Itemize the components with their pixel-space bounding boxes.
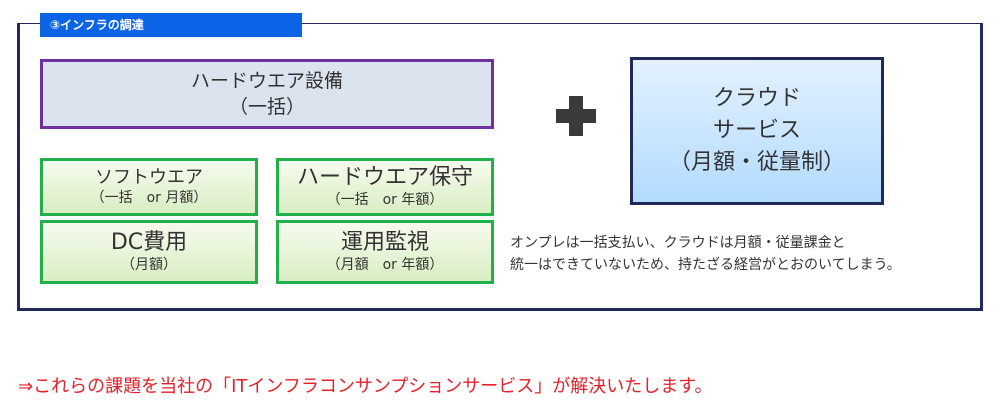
section-tag: ③インフラの調達 [40, 13, 302, 37]
cloud-subtitle: サービス [712, 118, 801, 143]
hardware-box: ハードウエア設備 （一括） [40, 59, 494, 129]
dc-cost-payment: （月額） [121, 257, 177, 273]
payment-note-line-1: オンプレは一括支払い、クラウドは月額・従量課金と [510, 235, 846, 251]
monitoring-box: 運用監視 （月額 or 年額） [276, 220, 494, 284]
monitoring-title: 運用監視 [340, 230, 429, 255]
software-title: ソフトウエア [95, 167, 203, 188]
payment-note: オンプレは一括支払い、クラウドは月額・従量課金と 統一はできていないため、持たざ… [510, 232, 970, 276]
cloud-service-box: クラウド サービス （月額・従量制） [630, 57, 884, 205]
solution-statement: ⇒これらの課題を当社の「ITインフラコンサンプションサービス」が解決いたします。 [18, 376, 713, 397]
dc-cost-title: DC費用 [110, 230, 188, 255]
hardware-maintenance-payment: （一括 or 年額） [326, 192, 444, 208]
plus-icon [556, 96, 596, 136]
dc-cost-box: DC費用 （月額） [40, 220, 258, 284]
procurement-frame [17, 23, 983, 311]
cloud-payment: （月額・従量制） [668, 150, 845, 175]
payment-note-line-2: 統一はできていないため、持たざる経営がとおのいてしまう。 [510, 257, 901, 273]
hardware-maintenance-box: ハードウエア保守 （一括 or 年額） [276, 158, 494, 216]
hardware-payment: （一括） [228, 96, 305, 118]
software-payment: （一括 or 月額） [90, 190, 208, 206]
cloud-title: クラウド [712, 86, 801, 111]
hardware-title: ハードウエア設備 [190, 70, 343, 92]
software-box: ソフトウエア （一括 or 月額） [40, 158, 258, 216]
hardware-maintenance-title: ハードウエア保守 [296, 165, 473, 190]
monitoring-payment: （月額 or 年額） [326, 257, 444, 273]
